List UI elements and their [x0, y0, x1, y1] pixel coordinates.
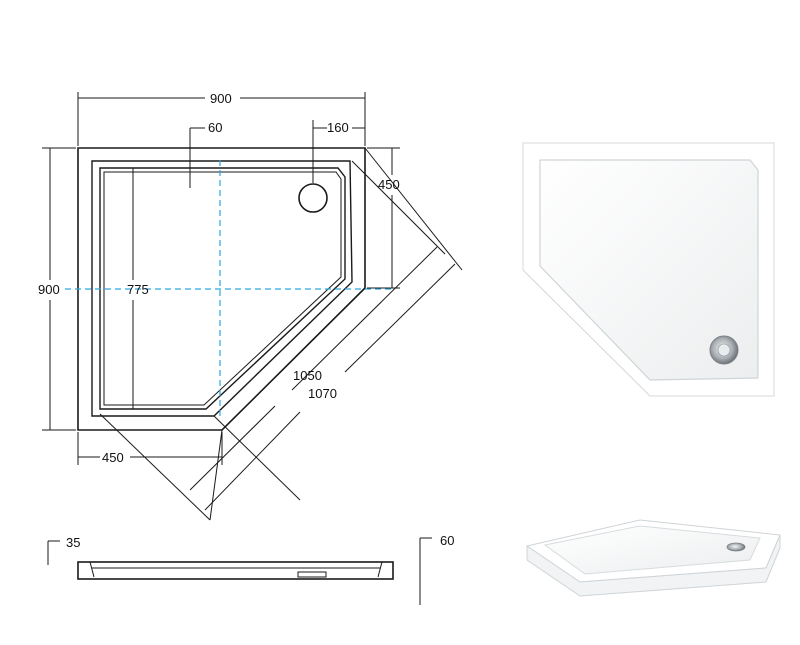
side-drain-outlet	[297, 571, 327, 578]
dim-side-right: 450	[378, 177, 400, 192]
dim-width-top: 900	[210, 91, 232, 106]
perspective-tray-basin	[543, 525, 761, 575]
dimension-lines	[42, 92, 463, 521]
pentagonal-shower-tray-photo-icon	[522, 142, 775, 397]
dim-drain-offset-left: 60	[208, 120, 222, 135]
perspective-drain-icon	[726, 542, 746, 552]
dim-diagonal-outer: 1070	[308, 386, 337, 401]
top-view-drawing	[77, 147, 366, 431]
photo-tray-basin	[539, 159, 759, 381]
tray-outer-outline	[77, 147, 366, 431]
drain-circle-icon	[298, 183, 328, 213]
pentagonal-shower-tray-perspective-icon	[525, 519, 781, 597]
tray-basin-inner-outline	[103, 171, 342, 406]
dim-inner-height: 775	[127, 282, 149, 297]
dim-bottom-left: 450	[102, 450, 124, 465]
dim-height-left: 900	[38, 282, 60, 297]
dim-rim-height: 35	[66, 535, 80, 550]
dim-diagonal-inner: 1050	[293, 368, 322, 383]
side-profile-outline	[77, 561, 394, 580]
dim-total-height: 60	[440, 533, 454, 548]
centerlines	[65, 160, 395, 420]
side-view-drawing	[47, 537, 432, 605]
tray-basin-outline	[99, 167, 346, 410]
tray-inner-rim	[91, 160, 353, 417]
dim-drain-offset-right: 160	[327, 120, 349, 135]
perspective-tray-side	[526, 534, 781, 597]
dimension-labels: 900 60 160 450 900 775 450 1050 1070	[38, 91, 400, 465]
